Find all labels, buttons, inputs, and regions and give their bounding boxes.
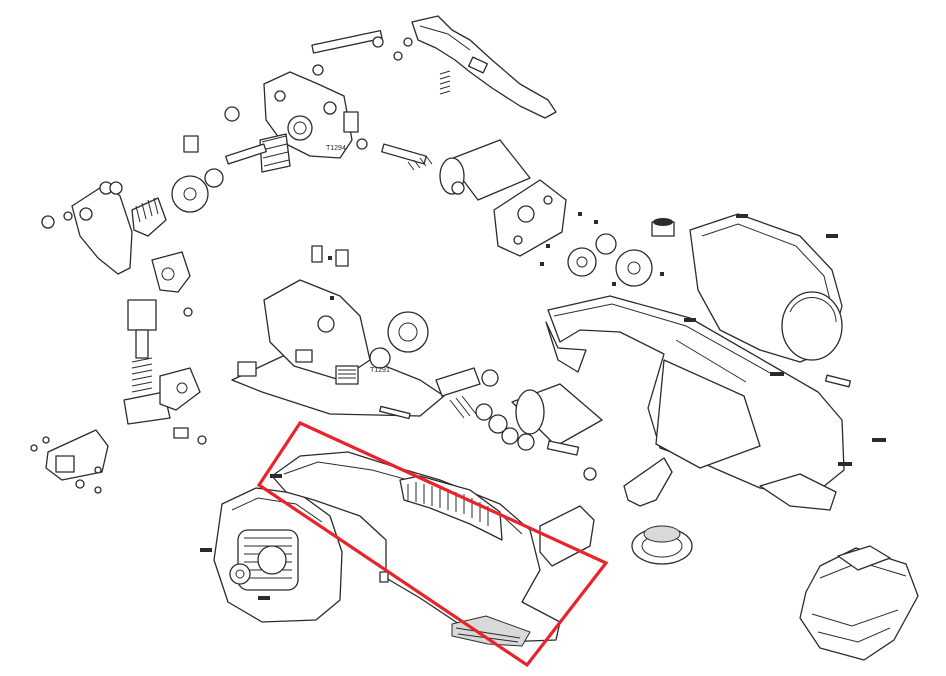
- end-cap-housing: [200, 487, 343, 623]
- upper-motor: [381, 139, 567, 257]
- gear-cluster: [540, 212, 675, 287]
- lever-handle-assembly: [311, 15, 557, 119]
- bevel-gear-shaft: [171, 133, 291, 213]
- bracket-and-seal: [623, 457, 693, 565]
- left-shaft-spring-stack: [123, 299, 207, 445]
- right-main-frame: [545, 295, 886, 511]
- upper-gear-housing: T1294: [224, 71, 368, 159]
- battery-pack: [799, 545, 919, 661]
- right-upper-housing: [689, 213, 843, 363]
- center-chassis: T1291: [231, 245, 445, 417]
- part-label-t1294: T1294: [326, 145, 346, 152]
- lower-motor: [379, 367, 603, 481]
- small-clamp-part: [30, 429, 109, 494]
- left-gear-bracket: [41, 181, 191, 293]
- part-label-t1291: T1291: [370, 367, 390, 374]
- highlight-box: [256, 420, 609, 668]
